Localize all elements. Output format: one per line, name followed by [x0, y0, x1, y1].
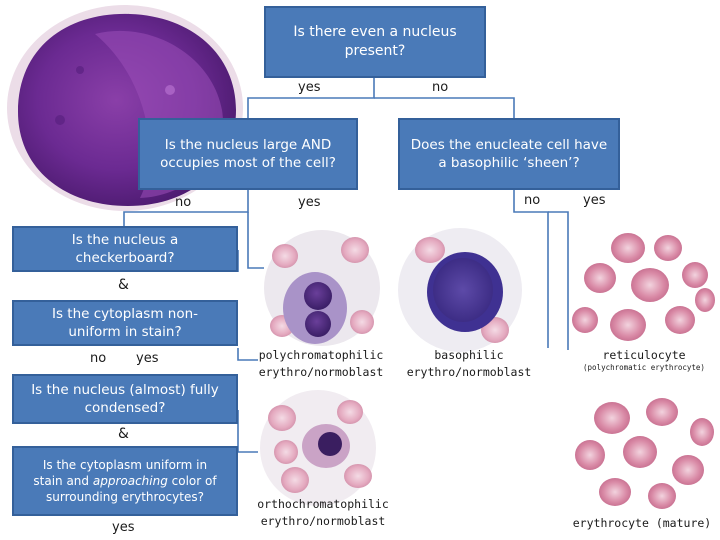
- answer-q5-yes: yes: [136, 351, 159, 366]
- answer-q3-yes: yes: [583, 193, 606, 208]
- connector-q1-no: [374, 97, 515, 118]
- q7-emphasis: approaching: [92, 473, 168, 488]
- basophilic-image: [398, 228, 522, 352]
- q7-pre: Is the cytoplasm uniform in stain and: [33, 457, 208, 488]
- caption-reticulocyte-line2: (polychromatic erythrocyte): [583, 362, 705, 372]
- connector-q2-no: [123, 190, 249, 226]
- question-checkerboard: Is the nucleus a checkerboard?: [12, 226, 238, 272]
- answer-q2-yes: yes: [298, 195, 321, 210]
- caption-polychromatophilic-line2: erythro/normoblast: [258, 365, 384, 380]
- answer-q2-no: no: [175, 195, 192, 210]
- question-basophilic-sheen: Does the enucleate cell have a basophili…: [398, 118, 620, 190]
- ampersand-2: &: [118, 426, 129, 442]
- caption-orthochromatophilic-line2: erythro/normoblast: [260, 514, 386, 529]
- question-nucleus-large: Is the nucleus large AND occupies most o…: [138, 118, 358, 190]
- answer-q1-yes: yes: [298, 80, 321, 95]
- polychromatophilic-image: [264, 230, 380, 346]
- reticulocyte-image: [572, 233, 715, 341]
- question-nucleus-large-text: Is the nucleus large AND occupies most o…: [160, 136, 336, 171]
- caption-basophilic: basophilic erythro/normoblast: [396, 347, 542, 382]
- caption-erythrocyte: erythrocyte (mature): [572, 516, 712, 530]
- question-cytoplasm-uniform: Is the cytoplasm uniform in stain and ap…: [12, 446, 238, 516]
- ampersand-1: &: [118, 277, 129, 293]
- question-cytoplasm-uniform-text: Is the cytoplasm uniform in stain and ap…: [28, 457, 222, 506]
- answer-q3-no: no: [524, 193, 541, 208]
- caption-orthochromatophilic: orthochromatophilic erythro/normoblast: [250, 496, 396, 531]
- q7-post: color of surrounding erythrocytes?: [46, 473, 217, 505]
- caption-polychromatophilic-line1: polychromatophilic: [258, 348, 384, 362]
- answer-q5-no: no: [90, 351, 107, 366]
- question-basophilic-sheen-text: Does the enucleate cell have a basophili…: [410, 136, 608, 171]
- answer-q1-no: no: [432, 80, 449, 95]
- question-nucleus-condensed: Is the nucleus (almost) fully condensed?: [12, 374, 238, 424]
- question-cytoplasm-nonuniform-text: Is the cytoplasm non-uniform in stain?: [51, 305, 199, 340]
- orthochromatophilic-image: [260, 390, 376, 506]
- question-nucleus-present: Is there even a nucleus present?: [264, 6, 486, 78]
- question-nucleus-present-text: Is there even a nucleus present?: [293, 24, 457, 59]
- connector-q6-side: [237, 410, 258, 453]
- answer-final-yes: yes: [112, 520, 135, 535]
- caption-orthochromatophilic-line1: orthochromatophilic: [257, 497, 389, 511]
- question-nucleus-condensed-text: Is the nucleus (almost) fully condensed?: [31, 381, 219, 416]
- caption-reticulocyte: reticulocyte (polychromatic erythrocyte): [570, 348, 718, 373]
- connector-q5-yes: [237, 348, 258, 361]
- caption-basophilic-line2: erythro/normoblast: [406, 365, 532, 380]
- connector-q1-yes: [247, 78, 375, 118]
- caption-reticulocyte-line1: reticulocyte: [602, 348, 686, 362]
- erythrocyte-image: [575, 398, 714, 509]
- connector-q3-yes: [548, 211, 569, 350]
- caption-basophilic-line1: basophilic: [434, 348, 504, 362]
- question-checkerboard-text: Is the nucleus a checkerboard?: [71, 231, 179, 266]
- connector-q3-no: [513, 190, 549, 348]
- question-cytoplasm-nonuniform: Is the cytoplasm non-uniform in stain?: [12, 300, 238, 346]
- connector-q2-yes: [247, 212, 264, 269]
- caption-polychromatophilic: polychromatophilic erythro/normoblast: [248, 347, 394, 382]
